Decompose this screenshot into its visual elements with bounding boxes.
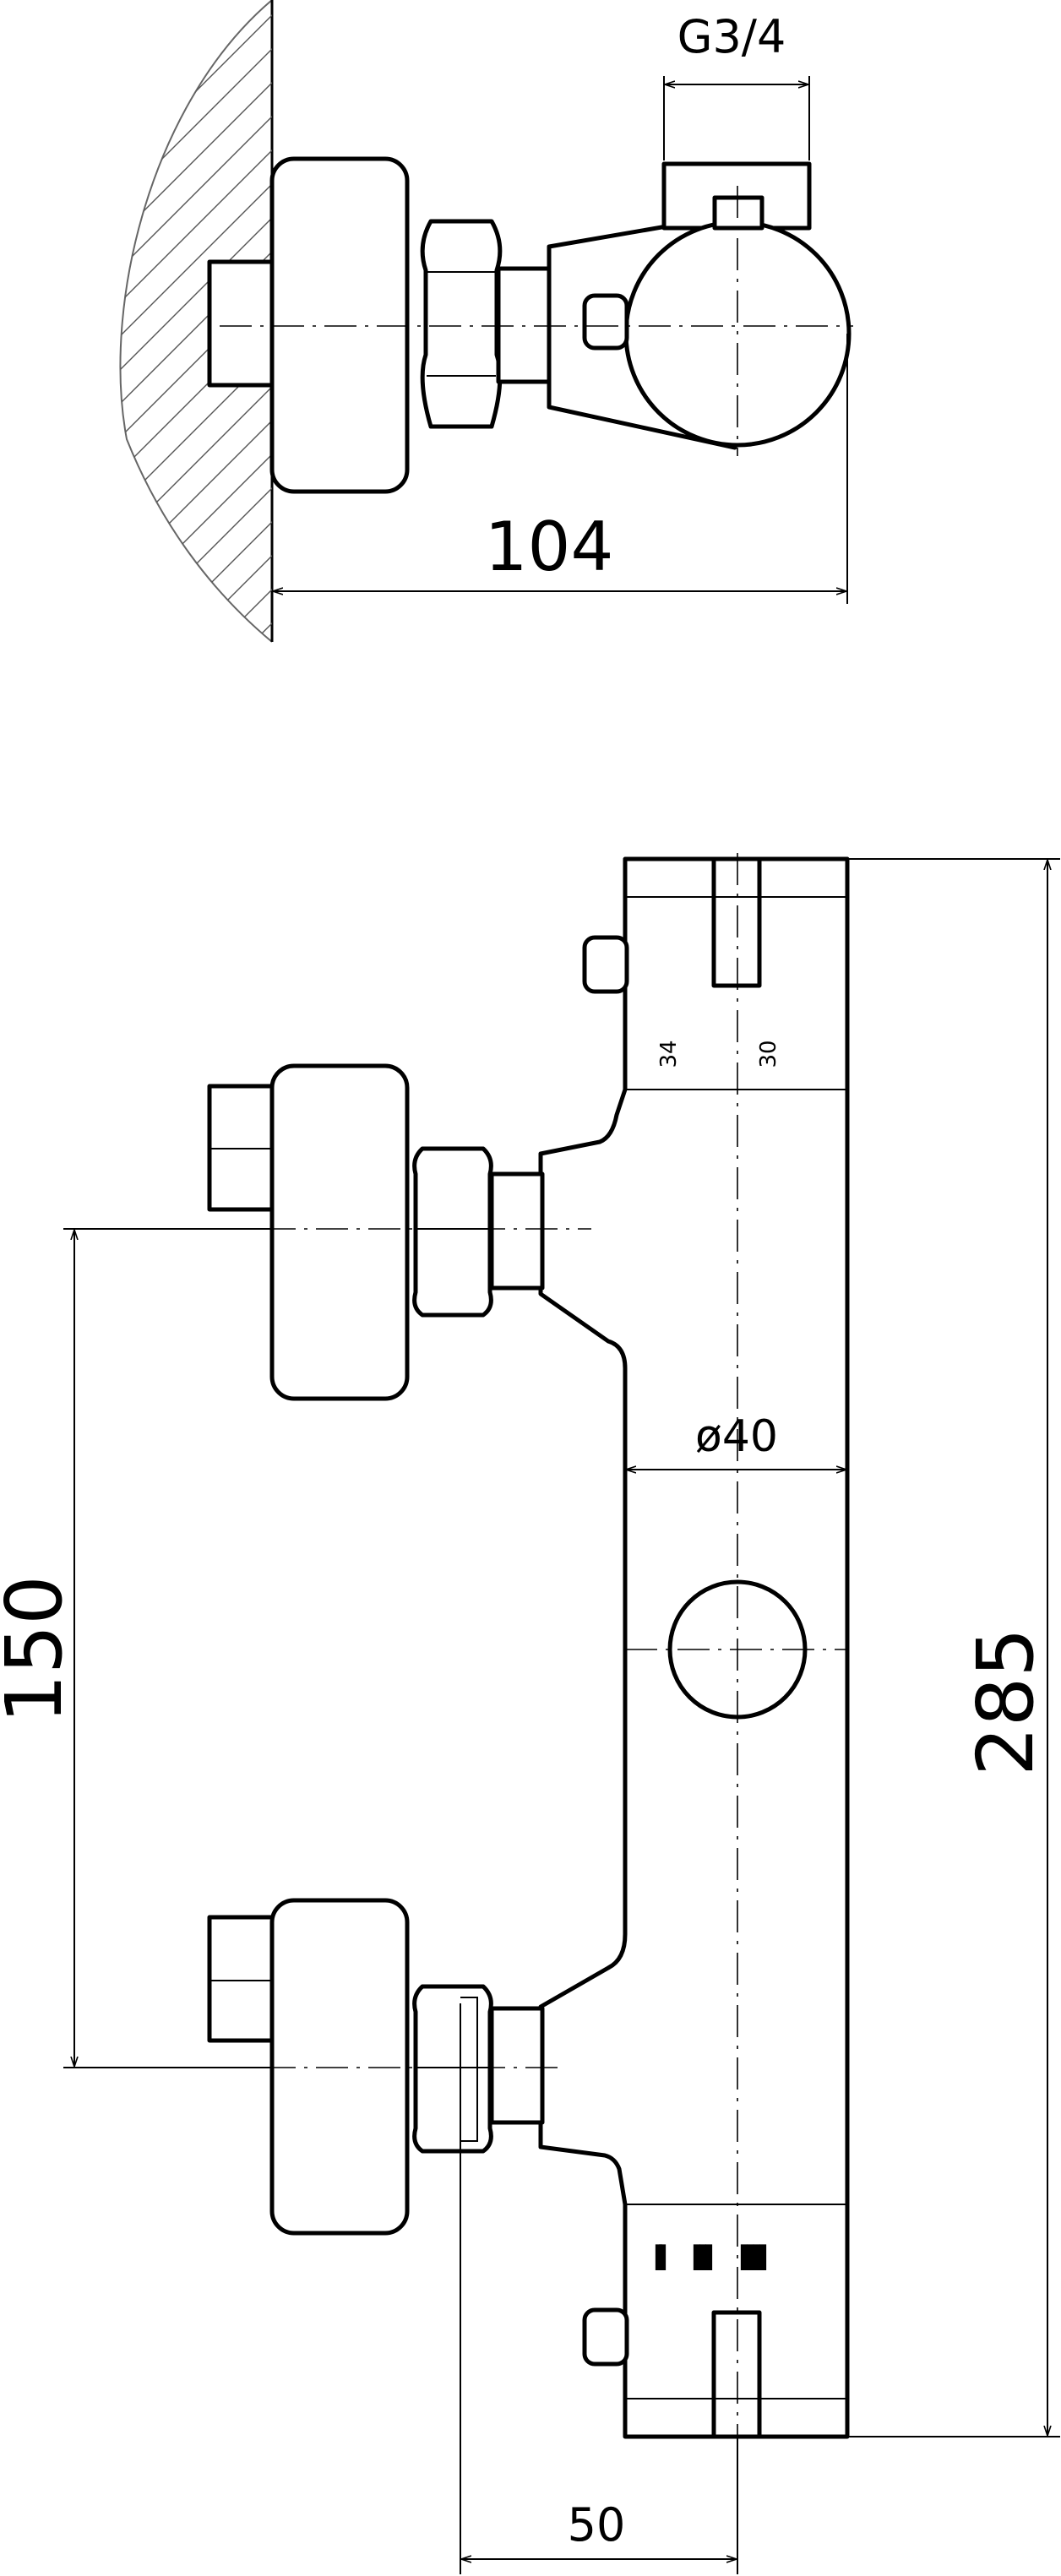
flow-scale: II III IIII <box>652 2237 770 2279</box>
flow-scale-1: II <box>652 2237 669 2279</box>
sleeve <box>496 266 552 384</box>
dimension-height: 285 <box>849 858 1060 2437</box>
dimension-body-diameter: ø40 <box>627 1411 846 1470</box>
inlet-offset-label: 50 <box>568 2498 626 2552</box>
lower-sleeve <box>489 2006 545 2125</box>
upper-sleeve <box>489 1171 545 1291</box>
lower-inlet <box>207 1898 545 2236</box>
lower-eccentric-stub <box>207 1915 283 2043</box>
body-mark-34: 34 <box>656 1040 682 1068</box>
lever-tab <box>712 195 764 231</box>
dimension-thread: G3/4 <box>663 10 810 160</box>
eccentric-stub <box>207 259 283 388</box>
body-mark-30: 30 <box>756 1040 781 1068</box>
flow-scale-2: III <box>690 2237 715 2279</box>
top-handle-section: 34 30 <box>582 856 848 1090</box>
bottom-knob <box>582 2307 629 2367</box>
upper-flange <box>269 1063 410 1401</box>
dimension-inlet-spacing: 150 <box>0 1228 270 2068</box>
dimension-inlet-offset: 50 <box>460 2003 738 2574</box>
side-knob-top <box>582 293 629 351</box>
top-view: G3/4 104 <box>119 0 853 643</box>
hex-nut <box>420 219 503 429</box>
bottom-handle-lever <box>711 2310 762 2439</box>
body-diameter-label: ø40 <box>695 1411 778 1462</box>
wall-hatching <box>120 0 272 642</box>
dimension-depth: 104 <box>274 334 848 604</box>
front-view: 34 30 II III <box>0 853 1060 2574</box>
top-knob <box>582 935 629 994</box>
lower-flange <box>269 1898 410 2236</box>
lower-hex-nut <box>412 1984 493 2154</box>
inlet-spacing-label: 150 <box>0 1575 79 1724</box>
height-label: 285 <box>960 1628 1051 1776</box>
wall-flange <box>269 156 410 494</box>
flow-scale-3: IIII <box>737 2237 770 2279</box>
upper-hex-nut <box>412 1146 493 1318</box>
bottom-handle-section: II III IIII <box>582 2204 848 2439</box>
top-handle-lever <box>711 856 762 988</box>
depth-label: 104 <box>485 508 614 586</box>
upper-inlet <box>207 1063 545 1401</box>
wall-section <box>119 0 274 643</box>
thread-label: G3/4 <box>677 10 786 63</box>
